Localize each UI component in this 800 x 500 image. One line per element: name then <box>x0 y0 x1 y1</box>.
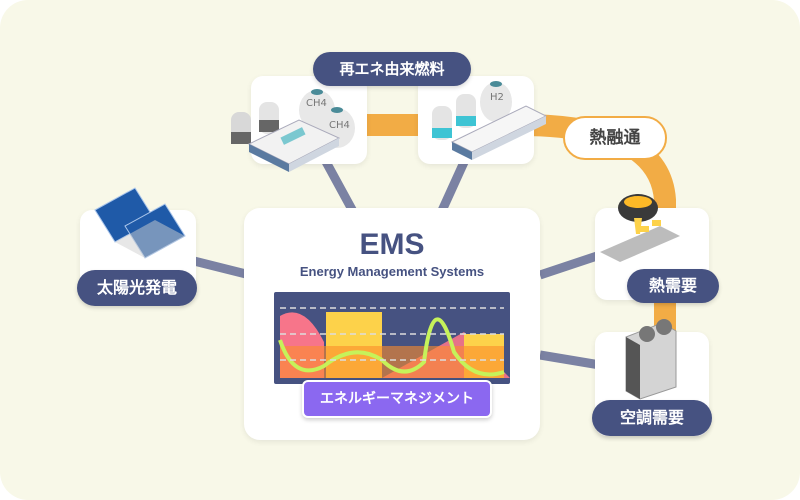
hydrogen-plant-card: H2 <box>418 76 548 164</box>
link-ac <box>539 350 601 370</box>
methane-plant-card: CH4 CH4 <box>231 76 367 172</box>
solar-panel-icon <box>94 187 186 259</box>
ac-demand-label: 空調需要 <box>592 400 712 436</box>
ems-title: EMS <box>359 228 425 261</box>
energy-management-badge: エネルギーマネジメント <box>302 380 492 418</box>
ems-hub-card: EMS Energy Management Systems エネルギーマネジメン… <box>244 208 540 440</box>
solar-power-label: 太陽光発電 <box>77 270 197 306</box>
air-conditioner-icon <box>625 319 677 400</box>
hydrogen-plant-icon <box>432 81 548 160</box>
furnace-icon <box>600 194 680 262</box>
link-solar <box>188 255 252 280</box>
ch4-label-1: CH4 <box>306 98 327 109</box>
link-heat <box>538 250 602 280</box>
h2-label: H2 <box>490 92 504 103</box>
methane-plant-icon <box>231 89 355 172</box>
energy-chart-graphic <box>274 292 510 384</box>
heat-sharing-label: 熱融通 <box>563 116 667 160</box>
renewable-fuel-label: 再エネ由来燃料 <box>313 52 471 86</box>
ems-subtitle: Energy Management Systems <box>299 264 485 279</box>
heat-demand-label: 熱需要 <box>627 269 719 303</box>
ch4-label-2: CH4 <box>329 120 350 131</box>
link-fuel-right <box>435 158 470 217</box>
link-fuel-left <box>321 157 359 218</box>
